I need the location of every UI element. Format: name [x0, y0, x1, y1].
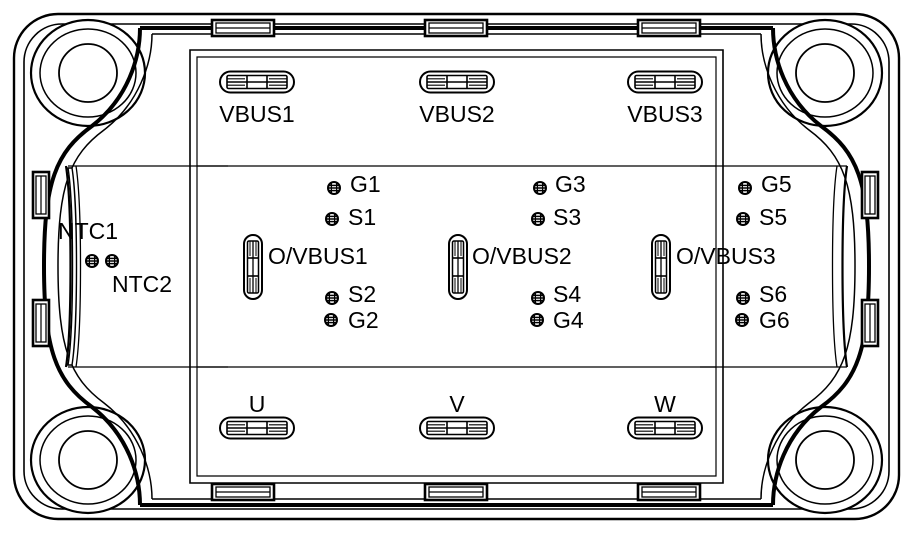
pin-s6-label: S6	[759, 281, 787, 307]
signal-pins-phase-3: G5 S5 S6 G6	[735, 171, 792, 333]
pin-g6[interactable]	[735, 313, 749, 327]
terminal-vbus2[interactable]	[419, 70, 495, 94]
pin-s5[interactable]	[736, 212, 750, 226]
clip-top-1	[210, 18, 276, 38]
terminal-vbus3-label: VBUS3	[627, 101, 702, 127]
pin-s1[interactable]	[325, 212, 339, 226]
mounting-hole-top-left	[29, 18, 147, 128]
pin-ntc2[interactable]	[105, 254, 119, 268]
mounting-hole-bottom-left	[29, 405, 147, 515]
pin-g2-label: G2	[348, 307, 379, 333]
terminal-o-vbus2-label: O/VBUS2	[472, 243, 572, 269]
pin-s4-label: S4	[553, 281, 581, 307]
terminal-o-vbus3-label: O/VBUS3	[676, 243, 776, 269]
pin-g3-label: G3	[555, 171, 586, 197]
pin-ntc1-label: NTC1	[58, 218, 118, 244]
clip-left-1	[31, 170, 51, 220]
terminal-w[interactable]	[627, 416, 703, 440]
pin-s3[interactable]	[531, 212, 545, 226]
terminal-o-vbus1-label: O/VBUS1	[268, 243, 368, 269]
pin-g5[interactable]	[738, 181, 752, 195]
mounting-hole-bottom-right	[766, 405, 884, 515]
clip-right-2	[860, 298, 880, 348]
inner-pocket-inner	[196, 56, 717, 477]
terminal-vbus1[interactable]	[219, 70, 295, 94]
pin-s5-label: S5	[759, 204, 787, 230]
signal-pins-phase-1: G1 S1 S2 G2	[324, 171, 381, 333]
pin-g1-label: G1	[350, 171, 381, 197]
terminal-vbus1-label: VBUS1	[219, 101, 294, 127]
pin-s4[interactable]	[531, 291, 545, 305]
clip-left-2	[31, 298, 51, 348]
clip-top-2	[423, 18, 489, 38]
pin-g4[interactable]	[530, 313, 544, 327]
terminal-vbus2-label: VBUS2	[419, 101, 494, 127]
pin-g6-label: G6	[759, 307, 790, 333]
terminal-v-label: V	[449, 391, 465, 417]
terminal-u-label: U	[249, 391, 266, 417]
pin-g1[interactable]	[327, 181, 341, 195]
clip-bottom-1	[210, 482, 276, 502]
clip-bottom-2	[423, 482, 489, 502]
terminal-v[interactable]	[419, 416, 495, 440]
clip-bottom-3	[636, 482, 702, 502]
dc-bus-terminals: VBUS1 VBUS2 VBUS3	[219, 70, 703, 127]
pin-g4-label: G4	[553, 307, 584, 333]
clip-top-3	[636, 18, 702, 38]
terminal-o-vbus3[interactable]	[651, 234, 671, 300]
pin-s3-label: S3	[553, 204, 581, 230]
pin-s2[interactable]	[325, 291, 339, 305]
pin-s1-label: S1	[348, 204, 376, 230]
terminal-vbus3[interactable]	[627, 70, 703, 94]
pin-ntc1[interactable]	[85, 254, 99, 268]
pin-g3[interactable]	[533, 181, 547, 195]
mounting-hole-group	[29, 18, 884, 515]
midpoint-terminals: O/VBUS1 O/VBUS2 O/VBUS3	[243, 234, 776, 300]
pin-s2-label: S2	[348, 281, 376, 307]
pin-g5-label: G5	[761, 171, 792, 197]
terminal-o-vbus1[interactable]	[243, 234, 263, 300]
phase-output-terminals: U V W	[219, 391, 703, 440]
pocket-left-rib	[67, 167, 78, 366]
terminal-w-label: W	[654, 391, 676, 417]
mounting-hole-top-right	[766, 18, 884, 128]
pin-s6[interactable]	[736, 291, 750, 305]
ntc-pins: NTC1 NTC2	[58, 218, 172, 297]
clip-right-1	[860, 170, 880, 220]
terminal-o-vbus2[interactable]	[448, 234, 468, 300]
signal-pins-phase-2: G3 S3 S4 G4	[530, 171, 586, 333]
terminal-u[interactable]	[219, 416, 295, 440]
pin-g2[interactable]	[324, 313, 338, 327]
pin-ntc2-label: NTC2	[112, 271, 172, 297]
